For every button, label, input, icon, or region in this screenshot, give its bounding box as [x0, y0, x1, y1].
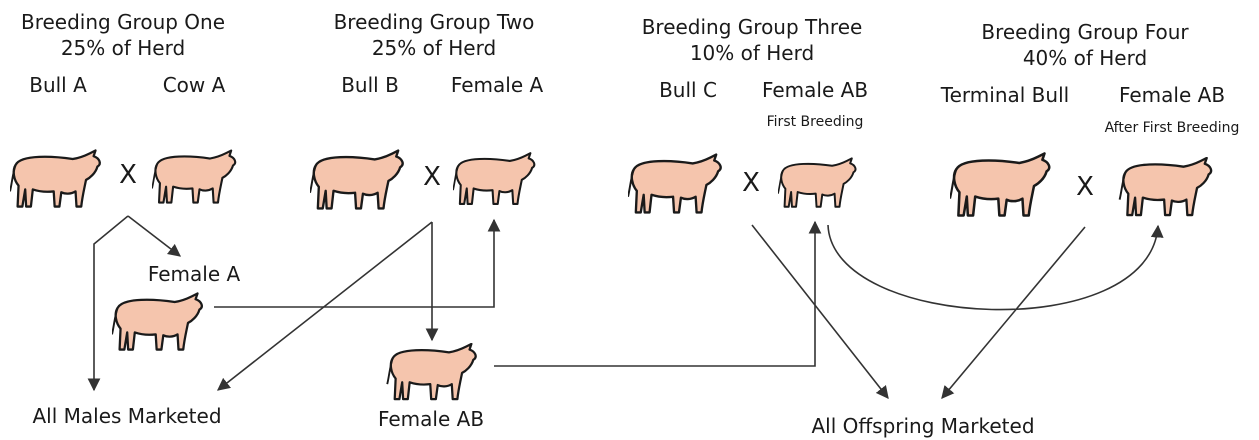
arrow-group-3-to-group-4	[828, 225, 1158, 310]
bull-b-cow-icon	[310, 151, 403, 209]
female-ab-first-cow-icon	[778, 158, 856, 206]
female-ab-offspring-cow-icon	[387, 344, 475, 399]
female-ab-after-cow-icon	[1120, 158, 1211, 215]
arrow-female-a-to-group-2	[214, 220, 494, 307]
cow-a-cow-icon	[152, 151, 235, 203]
arrow-g1-female-a	[128, 216, 180, 256]
bull-a-cow-icon	[10, 151, 100, 207]
terminal-bull-cow-icon	[950, 154, 1049, 216]
arrow-g3-offspring-marketed	[752, 225, 888, 398]
female-a-breeding-cow-icon	[453, 153, 534, 204]
arrow-g4-offspring-marketed	[942, 227, 1085, 398]
female-a-offspring-cow-icon	[112, 294, 202, 350]
bull-c-cow-icon	[628, 155, 721, 213]
